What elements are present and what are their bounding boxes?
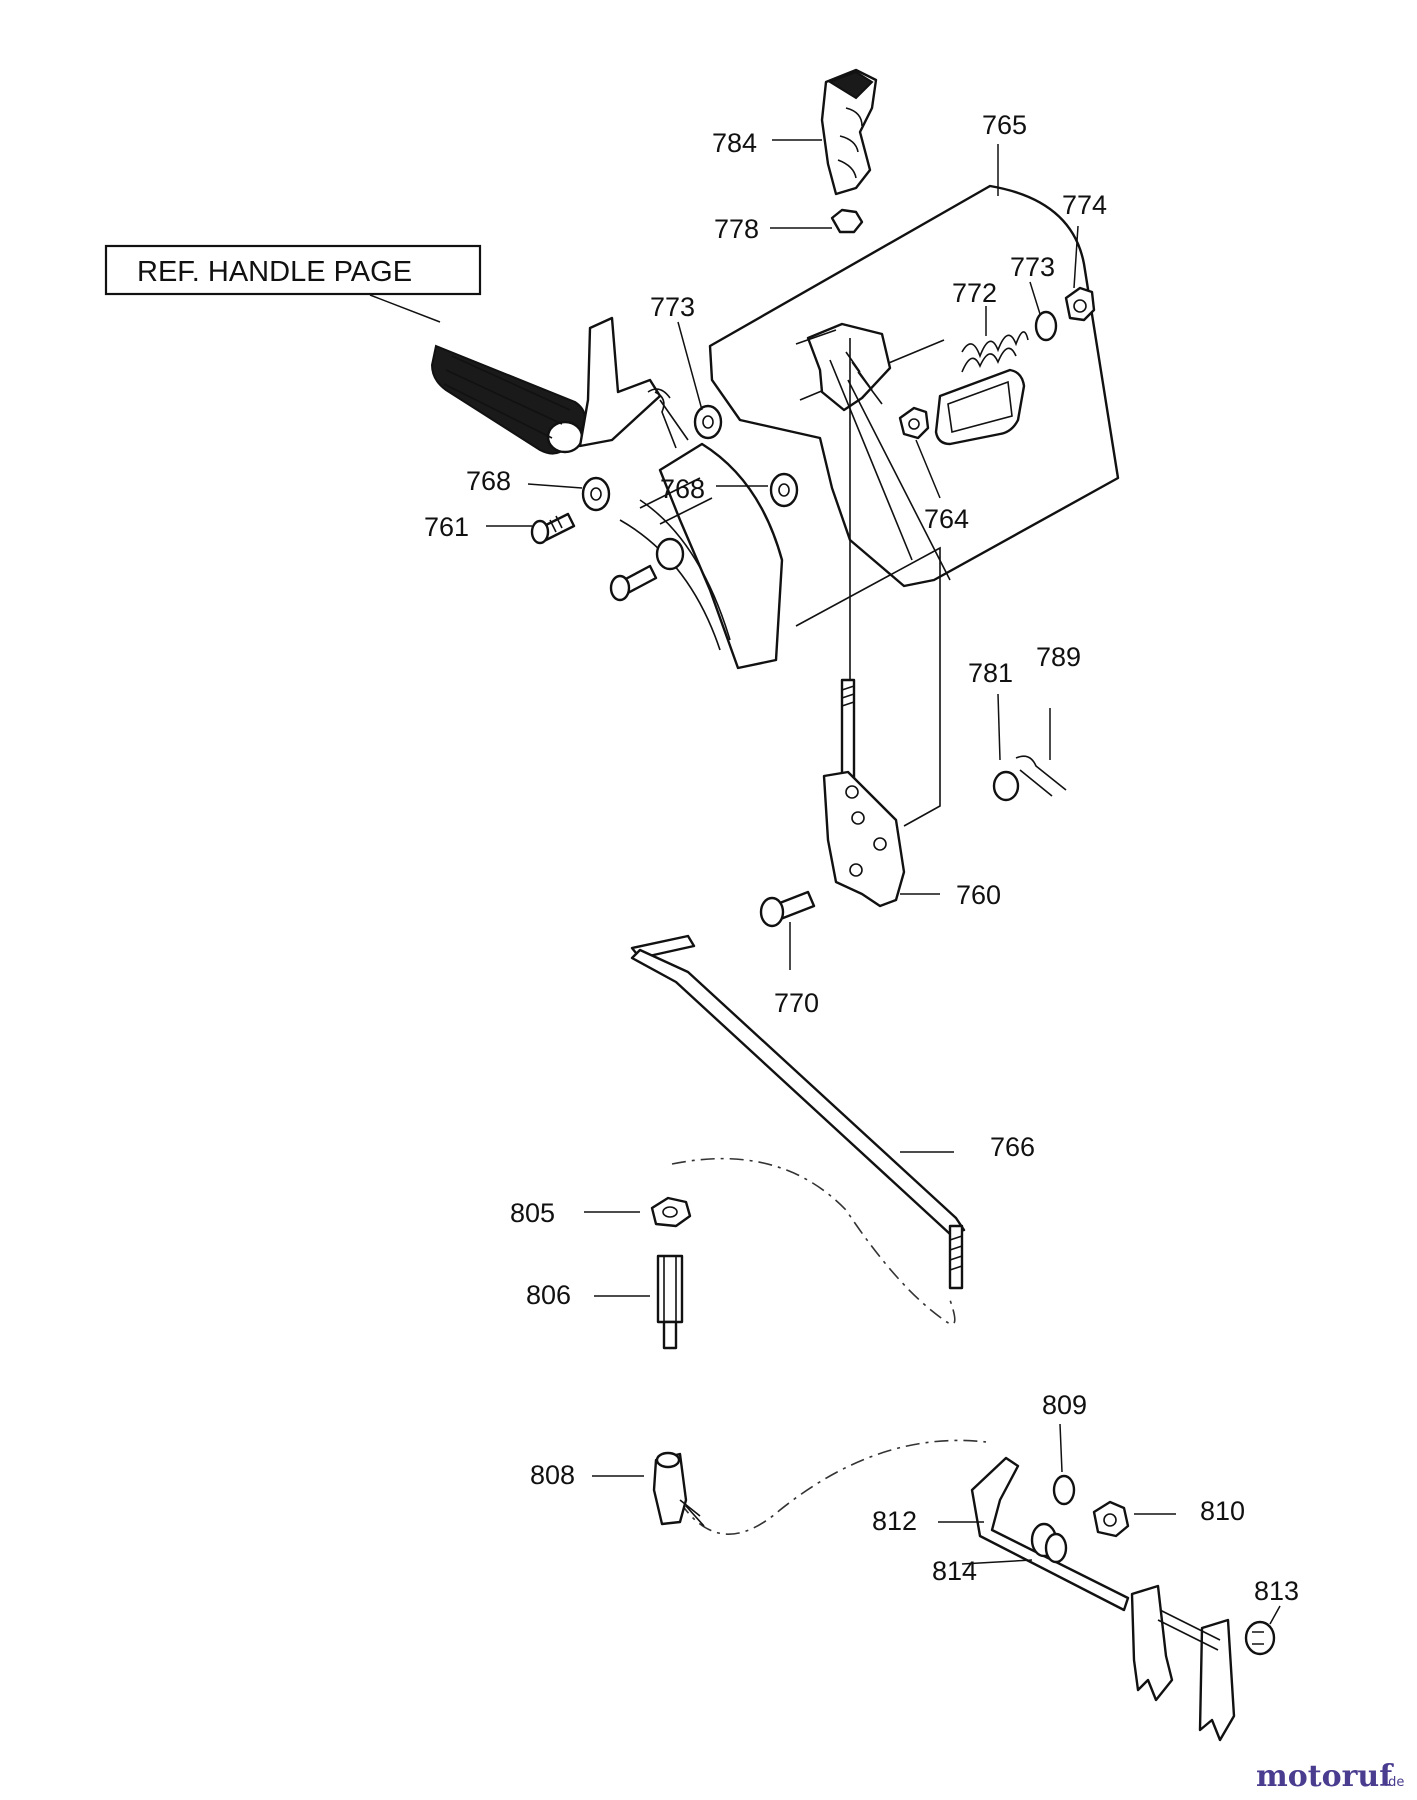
shift-fork <box>1130 1584 1236 1742</box>
leader-lines <box>486 139 1281 1625</box>
shift-rod <box>840 678 856 786</box>
label-814: 814 <box>932 1556 977 1586</box>
cotter-pin-789 <box>1015 755 1067 797</box>
label-764: 764 <box>924 504 969 534</box>
watermark-brand: motoruf <box>1256 1759 1394 1794</box>
washers-768 <box>581 472 799 571</box>
washer-773-left <box>647 388 723 441</box>
washer-781 <box>992 770 1020 802</box>
linkage-rod-766 <box>630 934 966 1290</box>
assembly-curve-lower <box>679 1439 987 1535</box>
label-781: 781 <box>968 658 1013 688</box>
label-805: 805 <box>510 1198 555 1228</box>
washer-773-right <box>1034 310 1058 342</box>
bolt-761 <box>530 512 658 602</box>
spacer-806 <box>656 1254 684 1350</box>
watermark-suffix: .de <box>1384 1775 1404 1790</box>
bushing-814 <box>1030 1522 1068 1564</box>
label-770: 770 <box>774 988 819 1018</box>
nut-805 <box>650 1196 692 1228</box>
ferrule-808 <box>652 1451 705 1527</box>
reference-box-text: REF. HANDLE PAGE <box>137 256 412 288</box>
label-789: 789 <box>1036 642 1081 672</box>
nut-778 <box>830 208 864 234</box>
label-766: 766 <box>990 1132 1035 1162</box>
label-773-left: 773 <box>650 292 695 322</box>
part-labels: 784 765 774 778 773 772 773 768 768 764 … <box>424 110 1299 1606</box>
label-773-right: 773 <box>1010 252 1055 282</box>
label-806: 806 <box>526 1280 571 1310</box>
label-768-right: 768 <box>660 474 705 504</box>
shift-knob <box>820 68 878 196</box>
nut-764 <box>898 406 930 440</box>
control-panel <box>619 184 1120 670</box>
label-810: 810 <box>1200 1496 1245 1526</box>
label-774: 774 <box>1062 190 1107 220</box>
label-768-left: 768 <box>466 466 511 496</box>
e-clip-813 <box>1244 1620 1276 1656</box>
nut-774 <box>1064 286 1096 322</box>
label-813: 813 <box>1254 1576 1299 1606</box>
assembly-curve-upper <box>671 1157 956 1325</box>
label-812: 812 <box>872 1506 917 1536</box>
label-760: 760 <box>956 880 1001 910</box>
control-lever <box>578 316 677 449</box>
label-772: 772 <box>952 278 997 308</box>
bolt-770 <box>759 890 816 928</box>
label-765: 765 <box>982 110 1027 140</box>
watermark-logo: motoruf .de <box>1256 1759 1404 1794</box>
label-809: 809 <box>1042 1390 1087 1420</box>
shift-bracket-760 <box>822 770 906 908</box>
nut-810 <box>1092 1500 1130 1538</box>
reference-box: REF. HANDLE PAGE <box>104 244 482 323</box>
handle-grip <box>430 344 586 455</box>
label-808: 808 <box>530 1460 575 1490</box>
assembly-lines <box>639 338 951 827</box>
label-761: 761 <box>424 512 469 542</box>
washer-809 <box>1052 1474 1076 1506</box>
spring-772 <box>961 331 1029 373</box>
label-778: 778 <box>714 214 759 244</box>
label-784: 784 <box>712 128 757 158</box>
